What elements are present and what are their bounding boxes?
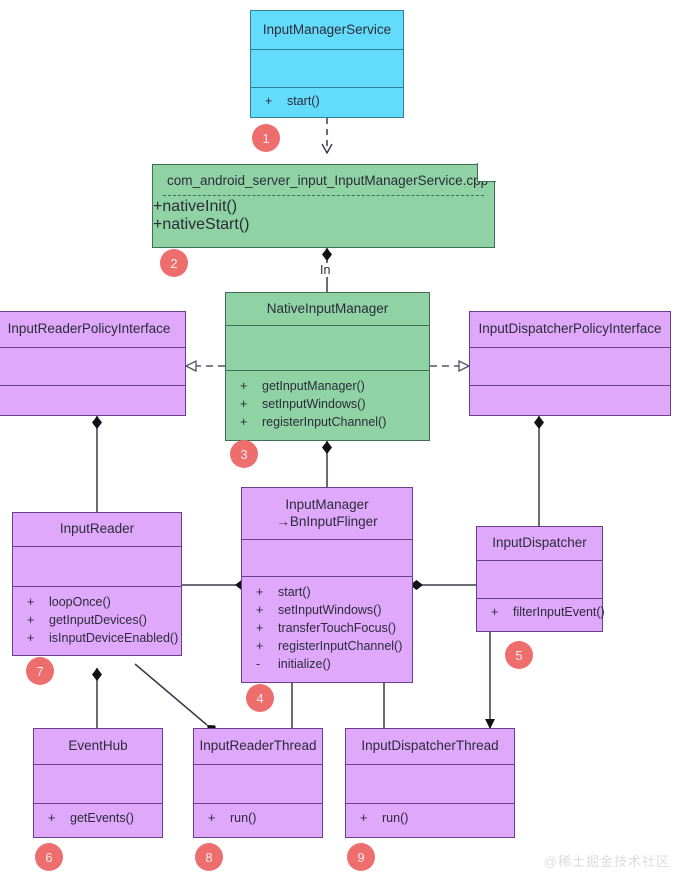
class-attributes — [477, 560, 602, 598]
step-badge-5: 5 — [505, 641, 533, 669]
step-badge-7: 7 — [26, 657, 54, 685]
class-operations: +start() — [251, 87, 403, 119]
operation-row: +setInputWindows() — [256, 603, 382, 617]
class-input-reader-thread[interactable]: InputReaderThread +run() — [193, 728, 323, 838]
operation-row: +registerInputChannel() — [240, 415, 387, 429]
operation-row: +run() — [360, 811, 409, 825]
class-title: InputManager →BnInputFlinger — [276, 496, 378, 529]
operation-row: +registerInputChannel() — [256, 639, 403, 653]
step-badge-6: 6 — [35, 843, 63, 871]
edge-inputreader-to-inputreaderthread — [134, 663, 217, 734]
operation-row: +run() — [208, 811, 257, 825]
operation-row: +start() — [265, 94, 320, 108]
class-event-hub[interactable]: EventHub +getEvents() — [33, 728, 163, 838]
operation-row: +getInputManager() — [240, 379, 365, 393]
class-operations: +run() — [194, 803, 322, 836]
operation-row: +setInputWindows() — [240, 397, 366, 411]
class-title: EventHub — [68, 738, 128, 754]
operation-row: +loopOnce() — [27, 595, 111, 609]
operation-row: +transferTouchFocus() — [256, 621, 397, 635]
step-badge-1: 1 — [252, 124, 280, 152]
class-operations — [470, 385, 670, 415]
class-attributes — [470, 347, 670, 385]
step-badge-2: 2 — [160, 249, 188, 277]
note-fold-corner — [476, 163, 496, 183]
class-input-manager[interactable]: InputManager →BnInputFlinger +start() +s… — [241, 487, 413, 683]
class-operations: +loopOnce() +getInputDevices() +isInputD… — [13, 586, 181, 655]
class-title: InputDispatcherThread — [361, 738, 499, 754]
note-separator — [163, 195, 484, 196]
note-title: com_android_server_input_InputManagerSer… — [167, 173, 489, 188]
class-title: InputReaderPolicyInterface — [7, 321, 171, 337]
class-title: NativeInputManager — [266, 300, 389, 316]
class-operations: +start() +setInputWindows() +transferTou… — [242, 576, 412, 681]
class-operations: +filterInputEvent() — [477, 598, 605, 630]
class-operations: +run() — [346, 803, 514, 836]
class-title: InputManagerService — [262, 21, 392, 37]
class-attributes — [0, 347, 185, 385]
class-input-dispatcher-policy-interface[interactable]: InputDispatcherPolicyInterface — [469, 311, 671, 416]
operation-row: +nativeStart() — [153, 216, 250, 233]
class-title: InputDispatcher — [492, 535, 587, 551]
class-attributes — [251, 49, 403, 87]
class-attributes — [226, 325, 429, 370]
class-title: InputReader — [59, 521, 135, 537]
class-attributes — [13, 546, 181, 586]
step-badge-9: 9 — [347, 843, 375, 871]
class-title: InputDispatcherPolicyInterface — [478, 321, 662, 337]
class-attributes — [346, 764, 514, 803]
operation-row: +nativeInit() — [153, 198, 238, 215]
class-operations — [0, 385, 185, 415]
operation-row: +getInputDevices() — [27, 613, 147, 627]
class-input-reader[interactable]: InputReader +loopOnce() +getInputDevices… — [12, 512, 182, 656]
class-input-manager-service[interactable]: InputManagerService +start() — [250, 10, 404, 118]
class-operations: +getInputManager() +setInputWindows() +r… — [226, 370, 429, 442]
class-input-reader-policy-interface[interactable]: InputReaderPolicyInterface — [0, 311, 186, 416]
class-title: InputReaderThread — [199, 738, 317, 754]
class-operations: +getEvents() — [34, 803, 162, 836]
class-attributes — [194, 764, 322, 803]
operation-row: +start() — [256, 585, 311, 599]
operation-row: +filterInputEvent() — [491, 605, 605, 619]
edge-label-in: In — [318, 263, 333, 277]
operation-row: +isInputDeviceEnabled() — [27, 631, 179, 645]
class-native-input-manager[interactable]: NativeInputManager +getInputManager() +s… — [225, 292, 430, 441]
class-attributes — [242, 539, 412, 576]
watermark: @稀土掘金技术社区 — [543, 854, 670, 869]
step-badge-3: 3 — [230, 440, 258, 468]
step-badge-8: 8 — [195, 843, 223, 871]
class-input-dispatcher-thread[interactable]: InputDispatcherThread +run() — [345, 728, 515, 838]
step-badge-4: 4 — [246, 684, 274, 712]
operation-row: -initialize() — [256, 657, 331, 671]
operation-row: +getEvents() — [48, 811, 134, 825]
class-input-dispatcher[interactable]: InputDispatcher +filterInputEvent() — [476, 526, 605, 632]
class-attributes — [34, 764, 162, 803]
note-native-cpp[interactable]: com_android_server_input_InputManagerSer… — [152, 163, 496, 248]
